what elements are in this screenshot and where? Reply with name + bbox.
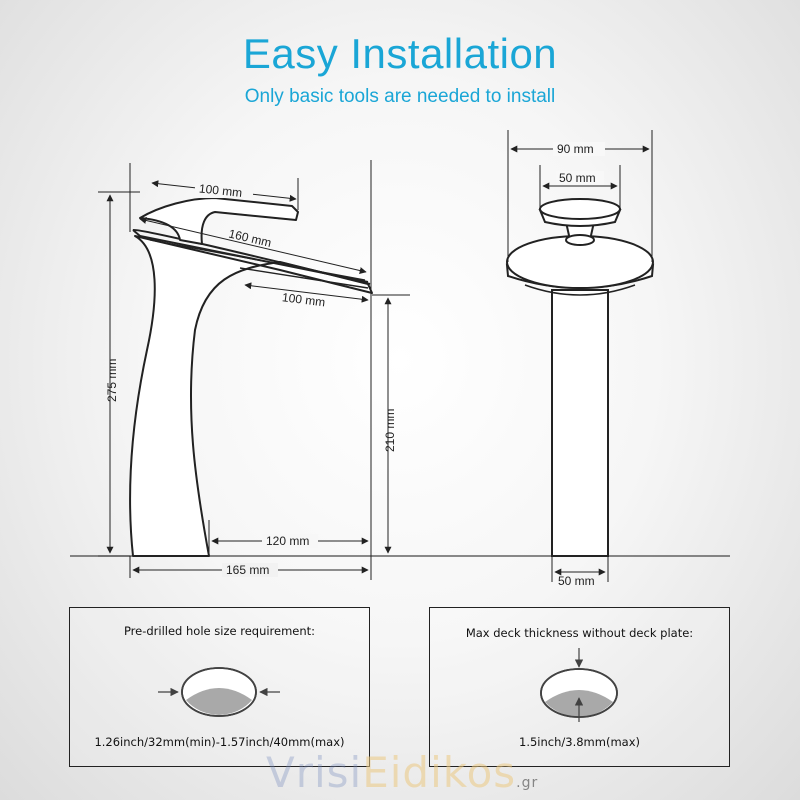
front-view-faucet xyxy=(505,198,655,557)
dim-total-height: 275 mm xyxy=(105,359,119,402)
side-view-extension-lines xyxy=(98,160,410,580)
deck-thickness-box: Max deck thickness without deck plate: 1… xyxy=(429,607,730,767)
dim-overall-depth: 165 mm xyxy=(226,563,269,577)
dim-top-handle: 100 mm xyxy=(198,181,243,199)
watermark-part2: Eidikos xyxy=(362,748,517,797)
front-view-extension-lines xyxy=(507,130,653,582)
watermark-logo: VrisiEidikos.gr xyxy=(266,748,538,797)
dim-top-width: 90 mm xyxy=(557,142,594,156)
dim-spout-height: 210 mm xyxy=(383,409,397,452)
deck-thickness-illustration xyxy=(540,648,618,722)
watermark-part1: Vrisi xyxy=(266,748,363,797)
hole-size-label: Pre-drilled hole size requirement: xyxy=(123,624,316,638)
dim-base-to-spout: 120 mm xyxy=(266,534,309,548)
page-subtitle: Only basic tools are needed to install xyxy=(244,86,556,107)
dim-spout-outlet: 100 mm xyxy=(281,290,326,309)
page-title: Easy Installation xyxy=(242,30,558,77)
deck-thickness-value: 1.5inch/3.8mm(max) xyxy=(519,735,640,749)
dim-handle-width: 50 mm xyxy=(559,171,596,185)
hole-size-illustration xyxy=(158,667,280,717)
deck-thickness-label: Max deck thickness without deck plate: xyxy=(465,626,694,640)
dim-spout-length: 160 mm xyxy=(227,227,272,250)
hole-size-value: 1.26inch/32mm(min)-1.57inch/40mm(max) xyxy=(94,735,345,749)
dim-base-width: 50 mm xyxy=(558,574,595,588)
watermark-tld: .gr xyxy=(516,775,539,791)
side-view-faucet xyxy=(129,197,373,557)
hole-size-box: Pre-drilled hole size requirement: 1.26i… xyxy=(69,607,370,767)
